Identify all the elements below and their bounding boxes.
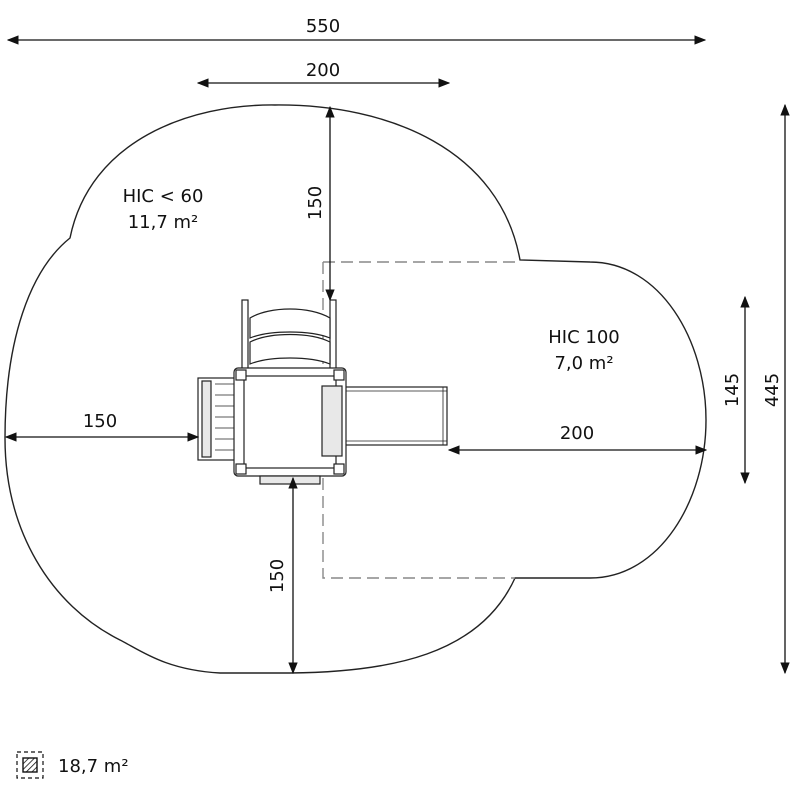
dim-overall-width: 550	[306, 16, 340, 37]
dim-right-depth: 200	[560, 423, 594, 444]
platform	[233, 367, 347, 485]
zone-hic60-area: 11,7 m²	[128, 212, 199, 233]
safety-area-outline	[4, 104, 707, 674]
dim-side-145: 145	[722, 373, 743, 407]
hatched-square-icon	[16, 751, 44, 779]
zone-hic60-label: HIC < 60	[123, 186, 204, 207]
roof-panels	[241, 299, 337, 371]
ladder	[197, 377, 239, 461]
dim-left-depth: 150	[83, 411, 117, 432]
dim-top-width: 200	[306, 60, 340, 81]
dim-overall-height: 445	[762, 373, 783, 407]
dim-top-depth: 150	[305, 186, 326, 220]
dim-bottom-depth: 150	[267, 559, 288, 593]
legend-total-area: 18,7 m²	[58, 756, 129, 777]
slide	[343, 386, 448, 446]
hic100-zone-outline	[322, 261, 520, 579]
zone-hic100-label: HIC 100	[548, 327, 620, 348]
zone-hic100-area: 7,0 m²	[554, 353, 613, 374]
